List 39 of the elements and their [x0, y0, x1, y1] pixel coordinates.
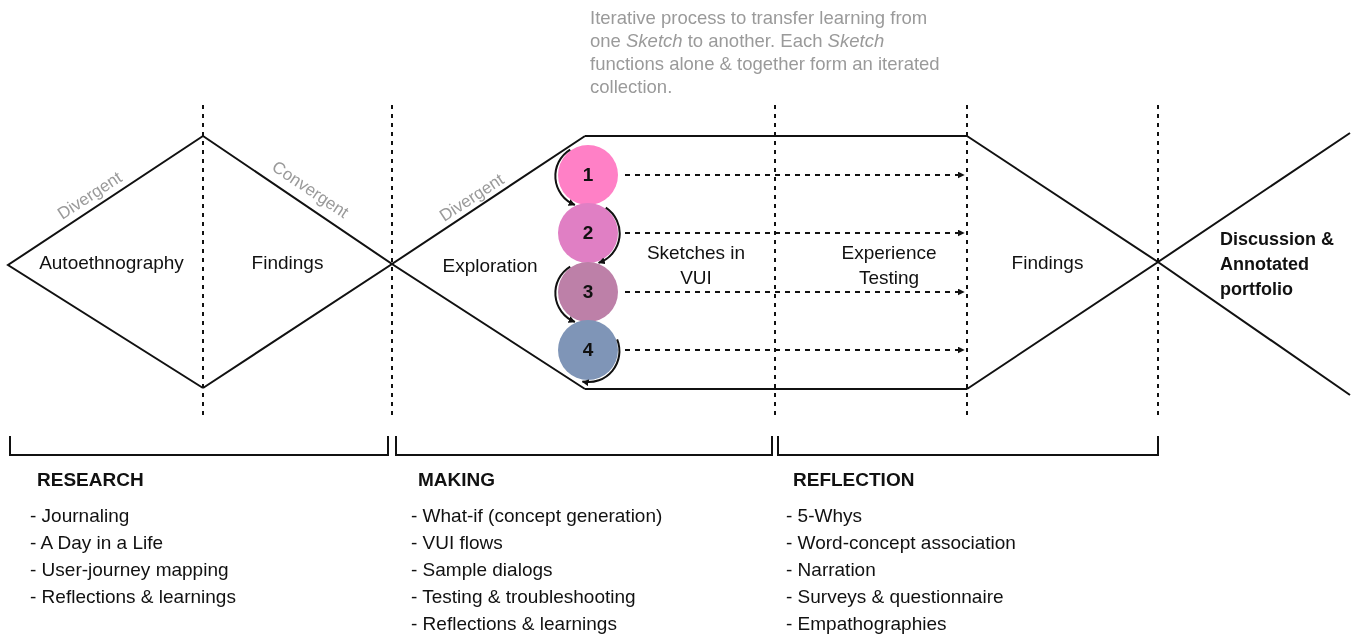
list-item: - VUI flows — [411, 532, 503, 554]
diamond-section — [967, 136, 1158, 389]
dotted-arrow — [624, 288, 965, 296]
stage-label: Findings — [251, 250, 324, 275]
list-item: - Surveys & questionnaire — [786, 586, 1004, 608]
list-item: - Journaling — [30, 505, 130, 527]
stage-label: Exploration — [442, 253, 538, 278]
list-item: - Empathographies — [786, 613, 947, 635]
list-item: - Sample dialogs — [411, 559, 553, 581]
stage-label: Discussion & Annotated portfolio — [1220, 227, 1336, 301]
list-item: - What-if (concept generation) — [411, 505, 663, 527]
dotted-arrow — [624, 171, 965, 179]
stage-label: Sketches in VUI — [645, 241, 747, 290]
list-item: - Narration — [786, 559, 876, 581]
curved-arrow — [554, 148, 576, 206]
list-item: - Word-concept association — [786, 532, 1016, 554]
stage-label: Experience Testing — [840, 241, 938, 290]
note-text: Iterative process to transfer learning from one Sketch to another. Each Sketch functions alone & together form an iterated collection. — [590, 6, 941, 98]
numbered-circle: 1 — [558, 145, 618, 205]
diamond-section — [8, 136, 203, 388]
stage-label: Findings — [1011, 251, 1084, 275]
section-heading: MAKING — [418, 469, 496, 491]
list-item: - User-journey mapping — [30, 559, 229, 581]
curved-arrow — [597, 206, 621, 264]
numbered-circle: 4 — [558, 320, 618, 380]
list-item: - 5-Whys — [786, 505, 862, 527]
list-item: - A Day in a Life — [30, 532, 164, 554]
numbered-circle: 3 — [558, 262, 618, 322]
dotted-arrow — [624, 229, 965, 237]
list-item: - Reflections & learnings — [30, 586, 236, 608]
numbered-circle: 2 — [558, 203, 618, 263]
stage-label: Autoethnography — [39, 250, 184, 275]
section-heading: REFLECTION — [793, 469, 915, 491]
dotted-arrow — [624, 346, 965, 354]
list-item: - Reflections & learnings — [411, 613, 617, 635]
diamond-section — [203, 136, 392, 388]
section-heading: RESEARCH — [37, 469, 144, 491]
list-item: - Testing & troubleshooting — [411, 586, 636, 608]
curved-arrow — [554, 265, 576, 323]
